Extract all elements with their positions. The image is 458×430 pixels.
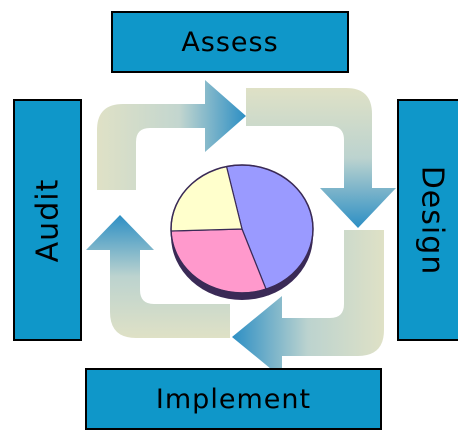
arrow-design-to-implement <box>232 230 384 378</box>
step-implement-box: Implement <box>85 368 382 430</box>
step-implement-label: Implement <box>155 383 312 415</box>
step-assess-box: Assess <box>111 11 349 73</box>
arrow-implement-to-audit <box>86 215 230 338</box>
pie-chart <box>170 164 314 300</box>
arrow-audit-to-assess <box>97 80 246 190</box>
step-audit-label: Audit <box>30 178 65 262</box>
step-assess-label: Assess <box>181 26 279 58</box>
step-design-box: Design <box>397 99 458 341</box>
pie-outline <box>170 164 314 294</box>
step-design-label: Design <box>414 165 449 275</box>
step-audit-box: Audit <box>13 99 82 341</box>
arrow-assess-to-design <box>246 88 396 228</box>
